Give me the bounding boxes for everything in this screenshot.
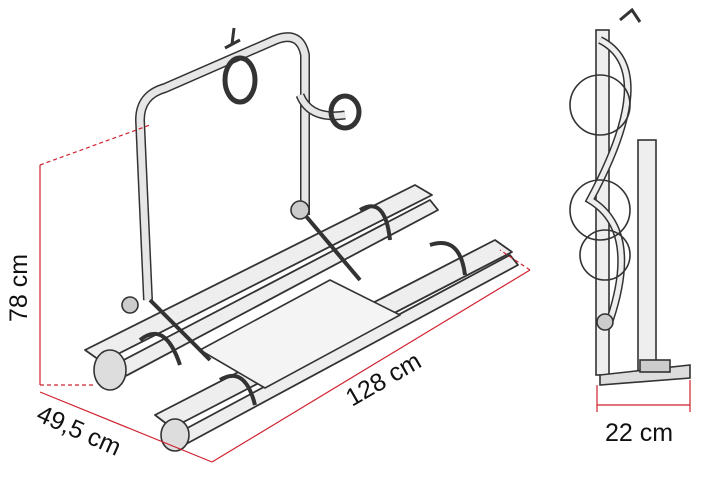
dimension-lines: [39, 124, 691, 463]
height-label: 78 cm: [5, 254, 33, 322]
depth-label: 49,5 cm: [33, 400, 126, 462]
side-depth-label: 22 cm: [605, 419, 673, 447]
length-label: 128 cm: [341, 347, 426, 412]
bike-rack-side-drawing: [569, 7, 691, 386]
bike-rack-perspective-drawing: [84, 27, 519, 452]
